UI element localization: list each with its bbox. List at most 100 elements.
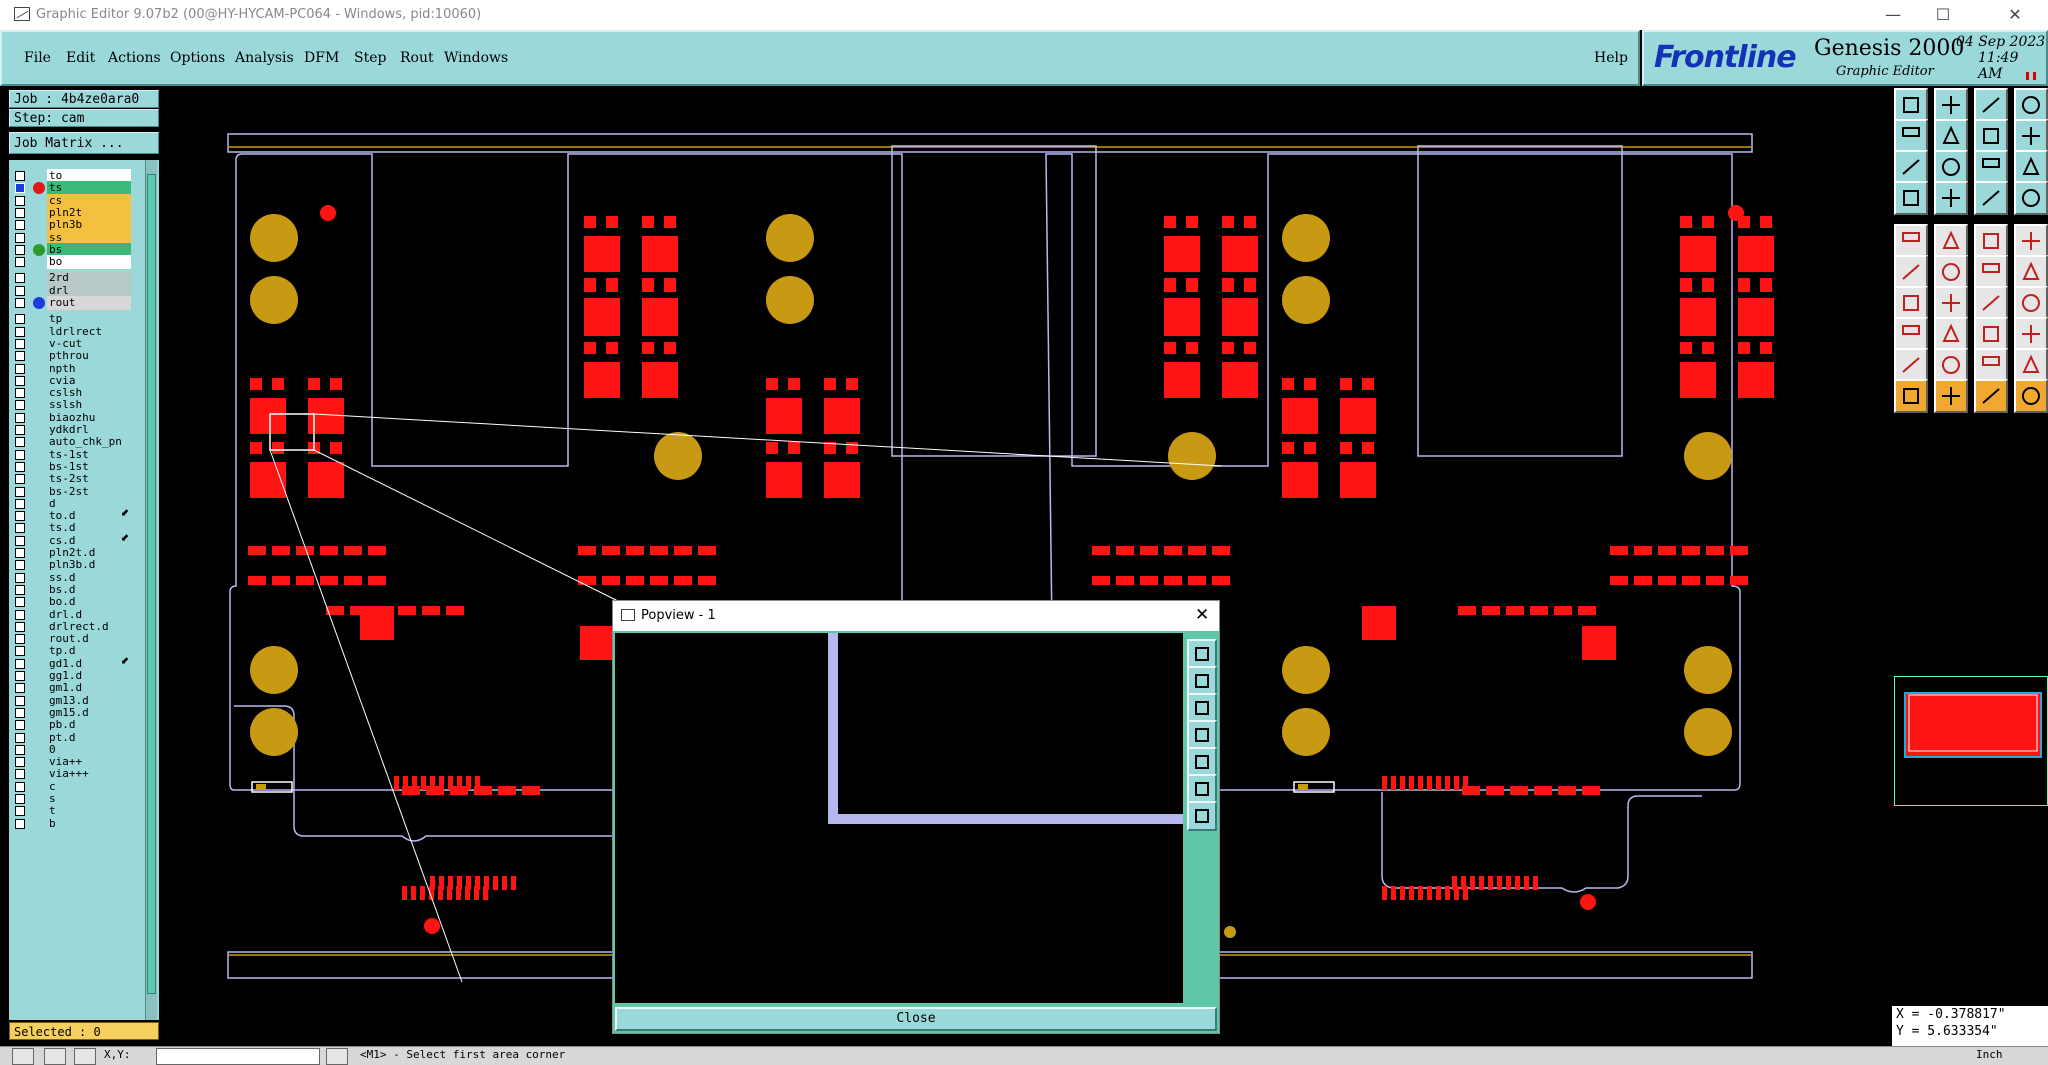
layer-name[interactable]: sslsh bbox=[47, 398, 131, 413]
layer-checkbox[interactable] bbox=[15, 388, 25, 399]
pointer-add-icon[interactable] bbox=[1974, 379, 2008, 413]
dfm-icon[interactable] bbox=[2014, 255, 2048, 289]
layer-name[interactable]: t bbox=[47, 804, 131, 819]
layer-name[interactable]: drlrect.d bbox=[47, 619, 131, 634]
fit-profile-icon[interactable] bbox=[1934, 150, 1968, 184]
layer-checkbox[interactable] bbox=[15, 658, 25, 669]
layer-row[interactable]: d bbox=[9, 496, 131, 512]
layer-name[interactable]: bs.d bbox=[47, 582, 131, 597]
layer-name[interactable]: bs-2st bbox=[47, 484, 131, 499]
layer-row[interactable]: via+++ bbox=[9, 766, 131, 782]
curve-icon[interactable] bbox=[1974, 286, 2008, 320]
component-icon[interactable] bbox=[1974, 317, 2008, 351]
layer-row[interactable]: auto_chk_pn bbox=[9, 434, 131, 450]
layer-row[interactable]: pln2t.d bbox=[9, 545, 131, 561]
layer-checkbox[interactable] bbox=[15, 338, 25, 349]
layer-row[interactable]: gm13.d bbox=[9, 693, 131, 709]
layer-checkbox[interactable] bbox=[15, 183, 25, 194]
layer-checkbox[interactable] bbox=[15, 683, 25, 694]
layer-row[interactable]: bo.d bbox=[9, 594, 131, 610]
layer-row[interactable]: to.d⬋ bbox=[9, 508, 131, 524]
fit-screen-icon[interactable] bbox=[1894, 150, 1928, 184]
menu-edit[interactable]: Edit bbox=[66, 50, 96, 66]
popview-canvas[interactable] bbox=[615, 633, 1183, 1003]
layer-row[interactable]: c bbox=[9, 779, 131, 795]
layer-name[interactable]: drl.d bbox=[47, 607, 131, 622]
layer-row[interactable]: tp.d bbox=[9, 643, 131, 659]
layer-row[interactable]: 2rd bbox=[9, 270, 131, 286]
layer-name[interactable]: v-cut bbox=[47, 336, 131, 351]
layer-row[interactable]: ldrlrect bbox=[9, 324, 131, 340]
layer-row[interactable]: rout bbox=[9, 295, 131, 311]
layer-row[interactable]: s bbox=[9, 791, 131, 807]
layer-checkbox[interactable] bbox=[15, 195, 25, 206]
surface-icon[interactable] bbox=[1934, 348, 1968, 382]
layer-name[interactable]: pln3b.d bbox=[47, 558, 131, 573]
layer-name[interactable]: gm1.d bbox=[47, 681, 131, 696]
zoom-home-icon[interactable] bbox=[2014, 119, 2048, 153]
layer-row[interactable]: v-cut bbox=[9, 336, 131, 352]
popview-center-icon[interactable] bbox=[1187, 801, 1217, 831]
scroll-thumb[interactable] bbox=[147, 174, 156, 994]
layer-row[interactable]: bs-1st bbox=[9, 459, 131, 475]
slope-icon[interactable] bbox=[1894, 286, 1928, 320]
layer-name[interactable]: pln2t bbox=[47, 205, 131, 220]
layer-row[interactable]: gm15.d bbox=[9, 705, 131, 721]
layer-name[interactable]: pln2t.d bbox=[47, 546, 131, 560]
layer-row[interactable]: 0 bbox=[9, 742, 131, 758]
minimize-button[interactable]: — bbox=[1885, 5, 1901, 24]
line-icon[interactable] bbox=[1974, 224, 2008, 258]
layer-row[interactable]: ts.d bbox=[9, 520, 131, 536]
layer-name[interactable]: gm15.d bbox=[47, 705, 131, 720]
popview-pan-right-icon[interactable] bbox=[1187, 747, 1217, 777]
popview-zoom-out-icon[interactable] bbox=[1187, 666, 1217, 696]
layer-name[interactable]: bo.d bbox=[47, 595, 131, 610]
layer-checkbox[interactable] bbox=[15, 597, 25, 608]
popview-fit-icon[interactable] bbox=[1187, 774, 1217, 804]
layer-name[interactable]: ts bbox=[47, 181, 131, 196]
overview-map[interactable] bbox=[1894, 676, 2048, 806]
layer-checkbox[interactable] bbox=[15, 609, 25, 620]
popview-close-icon[interactable]: ✕ bbox=[1195, 605, 1210, 625]
menu-rout[interactable]: Rout bbox=[400, 50, 434, 66]
layer-name[interactable]: ldrlrect bbox=[47, 324, 131, 339]
surface-3-icon[interactable] bbox=[2014, 348, 2048, 382]
text-icon[interactable] bbox=[2014, 286, 2048, 320]
menu-file[interactable]: File bbox=[24, 50, 51, 66]
layer-row[interactable]: cs bbox=[9, 193, 131, 209]
layer-row[interactable]: t bbox=[9, 803, 131, 819]
layer-checkbox[interactable] bbox=[15, 273, 25, 284]
layer-row[interactable]: ts-1st bbox=[9, 447, 131, 463]
menu-analysis[interactable]: Analysis bbox=[235, 50, 294, 66]
unit-label[interactable]: Inch bbox=[1976, 1048, 2003, 1061]
layer-name[interactable]: tp.d bbox=[47, 644, 131, 659]
layer-row[interactable]: npth bbox=[9, 361, 131, 377]
maximize-button[interactable]: ☐ bbox=[1935, 5, 1951, 24]
layer-name[interactable]: ss.d bbox=[47, 570, 131, 585]
layer-name[interactable]: gg1.d bbox=[47, 669, 131, 683]
group-icon[interactable] bbox=[2014, 317, 2048, 351]
layer-row[interactable]: rout.d bbox=[9, 631, 131, 647]
layer-checkbox[interactable] bbox=[15, 646, 25, 657]
window-icon[interactable] bbox=[2014, 88, 2048, 122]
layer-row[interactable]: bs.d bbox=[9, 582, 131, 598]
layer-row[interactable]: ss bbox=[9, 230, 131, 246]
layer-checkbox[interactable] bbox=[15, 707, 25, 718]
layer-row[interactable]: ts-2st bbox=[9, 471, 131, 487]
menu-help[interactable]: Help bbox=[1594, 50, 1628, 66]
minus-icon[interactable] bbox=[1934, 317, 1968, 351]
layer-row[interactable]: cs.d⬋ bbox=[9, 533, 131, 549]
layer-checkbox[interactable] bbox=[15, 363, 25, 374]
menu-windows[interactable]: Windows bbox=[444, 50, 509, 66]
fill-icon[interactable] bbox=[1934, 224, 1968, 258]
layer-row[interactable]: ss.d bbox=[9, 570, 131, 586]
layer-name[interactable]: ts.d bbox=[47, 521, 131, 536]
layer-scrollbar[interactable] bbox=[145, 160, 157, 1020]
popview-close-button[interactable]: Close bbox=[615, 1007, 1217, 1031]
menu-dfm[interactable]: DFM bbox=[304, 50, 340, 66]
layer-row[interactable]: pt.d bbox=[9, 730, 131, 746]
surface-2-icon[interactable] bbox=[1974, 348, 2008, 382]
layer-checkbox[interactable] bbox=[15, 781, 25, 792]
layer-row[interactable]: b bbox=[9, 816, 131, 832]
xy-input[interactable] bbox=[156, 1048, 320, 1065]
